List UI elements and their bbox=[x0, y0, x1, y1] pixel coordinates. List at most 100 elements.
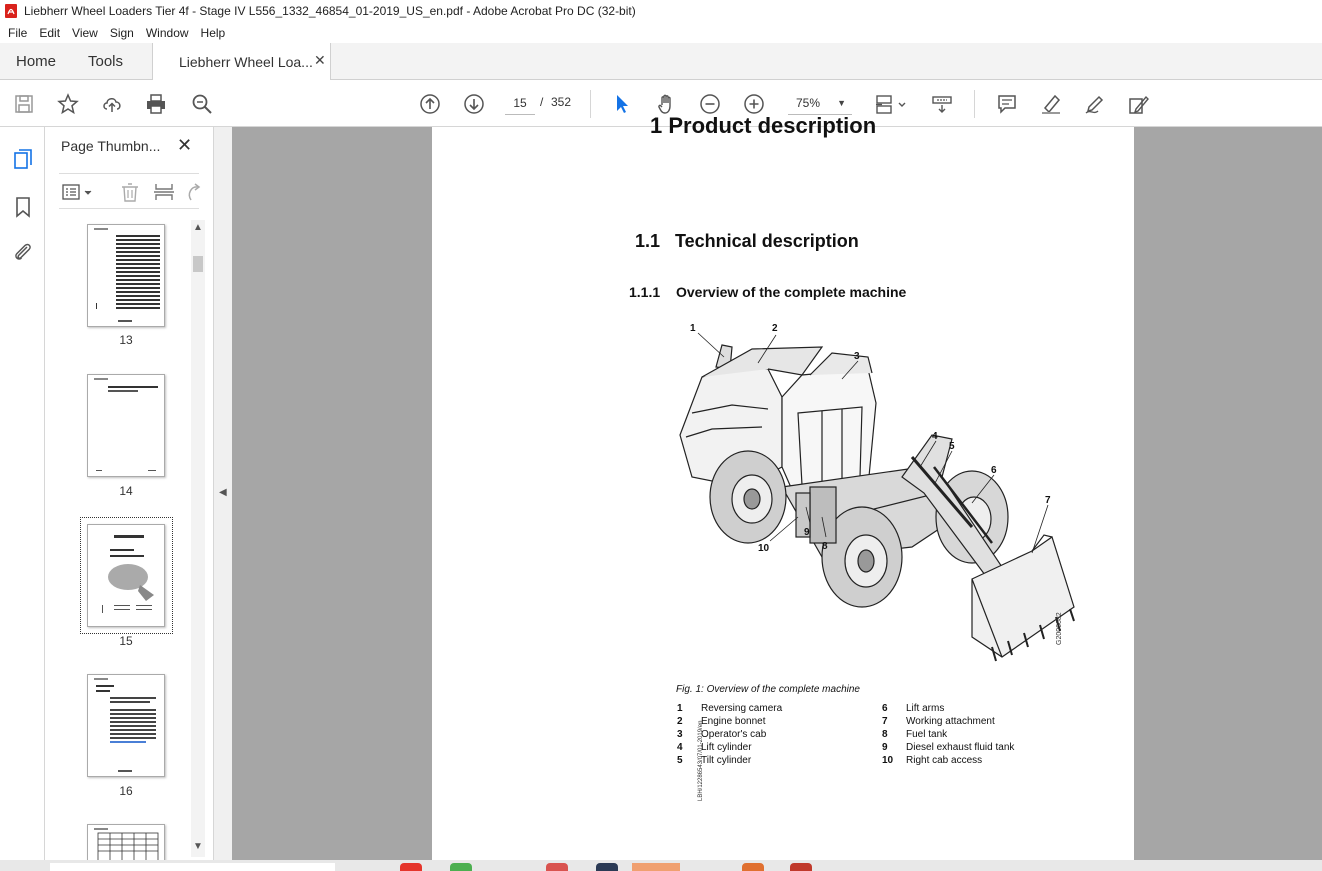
thumbnail-page[interactable] bbox=[87, 224, 165, 327]
scrolling-icon[interactable] bbox=[930, 92, 954, 116]
thumbnail-preview bbox=[94, 678, 156, 772]
tab-document-label: Liebherr Wheel Loa... bbox=[179, 54, 313, 70]
thumbnail-scrollbar[interactable]: ▲ ▼ bbox=[191, 220, 205, 857]
menu-edit[interactable]: Edit bbox=[39, 25, 61, 40]
zoom-select[interactable]: 75% ▼ bbox=[788, 91, 852, 115]
taskbar-app-icon[interactable] bbox=[400, 863, 422, 871]
selected-thumbnail-frame bbox=[80, 517, 173, 634]
callout-6: 6 bbox=[991, 465, 997, 476]
bookmark-icon[interactable] bbox=[11, 195, 35, 219]
callout-8: 8 bbox=[822, 541, 828, 552]
tab-document[interactable]: Liebherr Wheel Loa... ✕ bbox=[152, 43, 331, 80]
menu-file[interactable]: File bbox=[8, 25, 28, 40]
acrobat-pdf-icon bbox=[5, 4, 17, 18]
thumbnail-preview bbox=[94, 828, 159, 862]
page-down-icon[interactable] bbox=[462, 92, 486, 116]
menu-view[interactable]: View bbox=[72, 25, 98, 40]
page-up-icon[interactable] bbox=[418, 92, 442, 116]
thumbnail-page[interactable] bbox=[87, 824, 165, 864]
hand-icon[interactable] bbox=[654, 92, 678, 116]
zoom-out-icon[interactable] bbox=[698, 92, 722, 116]
comment-icon[interactable] bbox=[995, 92, 1019, 116]
subsection-number: 1.1.1 bbox=[629, 284, 661, 300]
panel-title: Page Thumbn... bbox=[61, 138, 161, 154]
thumbnail-page[interactable] bbox=[87, 674, 165, 777]
print-icon[interactable] bbox=[144, 92, 168, 116]
taskbar-app-icon[interactable] bbox=[596, 863, 618, 871]
page-number-input[interactable]: 15 bbox=[505, 91, 535, 115]
tab-home[interactable]: Home bbox=[16, 53, 57, 70]
page-display-icon[interactable] bbox=[874, 92, 908, 116]
page-separator: / bbox=[540, 95, 544, 109]
section-heading: 1.1 Technical description bbox=[635, 231, 859, 252]
zoom-in-icon[interactable] bbox=[742, 92, 766, 116]
attachment-icon[interactable] bbox=[11, 240, 35, 264]
title-bar: Liebherr Wheel Loaders Tier 4f - Stage I… bbox=[0, 0, 1322, 22]
thumbnail-page[interactable] bbox=[87, 374, 165, 477]
wheel-loader-figure: 1 2 3 4 5 6 7 8 9 10 bbox=[679, 323, 1075, 662]
panel-toolbar bbox=[59, 173, 201, 209]
rotate-icon[interactable] bbox=[183, 182, 205, 202]
toolbar-divider bbox=[974, 90, 975, 118]
fill-sign-icon[interactable] bbox=[1126, 92, 1150, 116]
delete-icon[interactable] bbox=[119, 182, 141, 202]
star-icon[interactable] bbox=[56, 92, 80, 116]
panel-splitter[interactable]: ◀ bbox=[213, 127, 232, 860]
document-view[interactable]: 1 Product description 1.1 Technical descr… bbox=[232, 113, 1322, 867]
extract-pages-icon[interactable] bbox=[153, 182, 175, 202]
taskbar-active-app[interactable] bbox=[632, 863, 680, 871]
scrollbar-thumb[interactable] bbox=[193, 256, 203, 272]
chapter-heading: 1 Product description bbox=[650, 113, 877, 138]
document-code: LBH/12286543/07/01-2019/en bbox=[698, 720, 704, 801]
close-tab-icon[interactable]: ✕ bbox=[314, 52, 326, 68]
upload-icon[interactable] bbox=[100, 92, 124, 116]
taskbar bbox=[0, 860, 1322, 871]
thumbnail-preview bbox=[94, 378, 158, 471]
tab-tools[interactable]: Tools bbox=[88, 53, 124, 70]
page-thumbnails-icon[interactable] bbox=[11, 147, 35, 171]
highlight-icon[interactable] bbox=[1039, 92, 1063, 116]
thumbnail-preview bbox=[102, 535, 154, 613]
chevron-down-icon: ▼ bbox=[837, 98, 846, 108]
thumbnail-page-selected[interactable] bbox=[87, 524, 165, 627]
close-panel-icon[interactable]: ✕ bbox=[177, 135, 193, 155]
menu-help[interactable]: Help bbox=[200, 25, 226, 40]
menu-window[interactable]: Window bbox=[145, 25, 189, 40]
taskbar-search-box[interactable] bbox=[50, 863, 335, 871]
scroll-down-icon[interactable]: ▼ bbox=[193, 841, 203, 852]
taskbar-app-icon[interactable] bbox=[742, 863, 764, 871]
page-thumbnails-panel: Page Thumbn... ✕ bbox=[45, 127, 213, 864]
collapse-panel-icon[interactable]: ◀ bbox=[219, 487, 227, 498]
save-icon[interactable] bbox=[12, 92, 36, 116]
toolbar: 15 / 352 75% ▼ bbox=[0, 80, 1322, 127]
callout-5: 5 bbox=[949, 441, 955, 452]
select-cursor-icon[interactable] bbox=[610, 92, 634, 116]
find-icon[interactable] bbox=[190, 92, 214, 116]
callout-2: 2 bbox=[772, 323, 778, 334]
options-menu-icon[interactable] bbox=[61, 182, 95, 202]
callout-10: 10 bbox=[758, 543, 770, 554]
taskbar-app-icon[interactable] bbox=[546, 863, 568, 871]
thumbnail-label: 13 bbox=[119, 333, 133, 347]
menu-sign[interactable]: Sign bbox=[109, 25, 134, 40]
taskbar-app-icon[interactable] bbox=[450, 863, 472, 871]
scroll-up-icon[interactable]: ▲ bbox=[193, 222, 203, 233]
draw-icon[interactable] bbox=[1083, 92, 1107, 116]
section-title: Technical description bbox=[675, 231, 859, 251]
taskbar-app-icon[interactable] bbox=[790, 863, 812, 871]
callout-7: 7 bbox=[1045, 495, 1051, 506]
pdf-page: 1 Product description 1.1 Technical descr… bbox=[432, 113, 1134, 867]
callout-9: 9 bbox=[804, 527, 810, 538]
menu-bar: File Edit View Sign Window Help bbox=[0, 22, 1322, 43]
section-number: 1.1 bbox=[635, 231, 661, 251]
